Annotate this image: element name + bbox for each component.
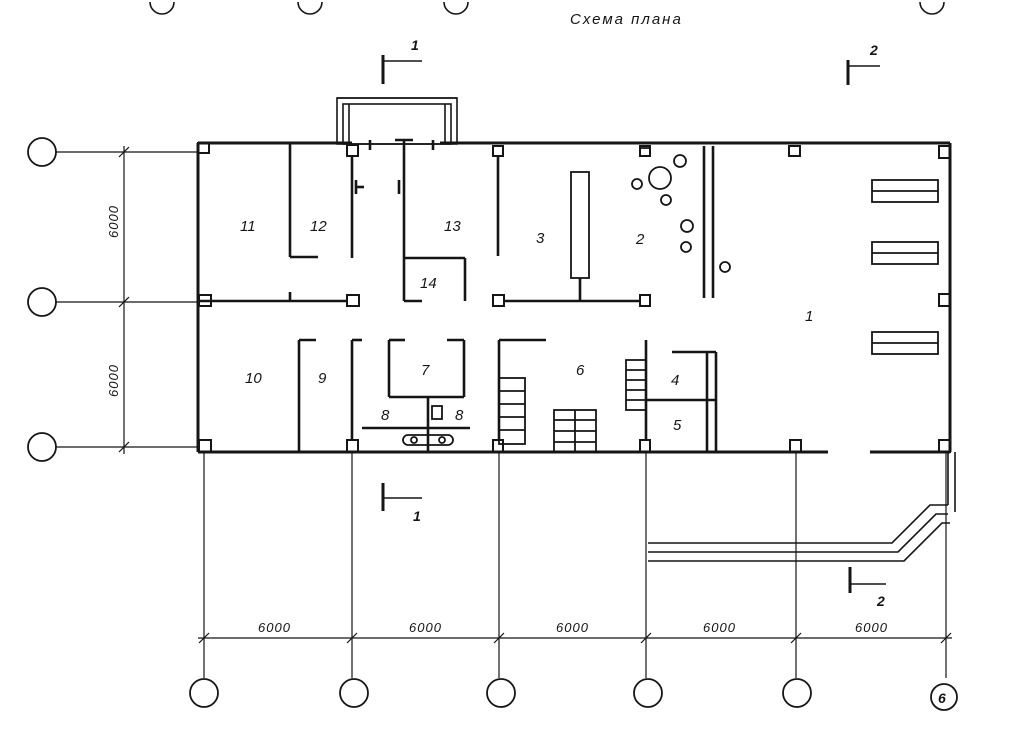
equipment (402, 147, 939, 453)
cropped-axis-bubbles (149, 1, 945, 15)
dimension-labels: 6000 6000 6000 6000 6000 6000 6000 (106, 205, 888, 635)
section-2-top-label: 2 (869, 42, 878, 58)
dimension-label: 6000 (703, 620, 736, 635)
room-number: 1 (805, 308, 813, 325)
room-number: 6 (576, 362, 585, 379)
plan-title: Схема плана (570, 11, 683, 28)
room-number: 12 (310, 218, 327, 235)
room-number: 10 (245, 370, 262, 387)
entrance-porch (336, 97, 458, 145)
structural-columns (197, 142, 951, 453)
axis-bubbles (27, 137, 958, 711)
room-number: 5 (673, 417, 682, 434)
grid-axes (56, 146, 952, 678)
external-ramp (648, 452, 956, 562)
room-number: 8 (455, 407, 464, 424)
room-number: 9 (318, 370, 327, 387)
room-number: 11 (240, 218, 256, 235)
section-markers (381, 55, 886, 593)
stair-right (625, 359, 647, 411)
room-numbers: 1 2 3 4 5 6 7 8 8 9 10 11 12 13 14 (240, 218, 813, 434)
dimension-label: 6000 (106, 205, 121, 238)
dimension-label: 6000 (556, 620, 589, 635)
tank-large (648, 166, 672, 190)
dimension-label: 6000 (409, 620, 442, 635)
section-1-top-label: 1 (411, 37, 419, 53)
room-number: 3 (536, 230, 545, 247)
stair-left (498, 377, 526, 445)
room-number: 14 (420, 275, 437, 292)
room-number: 7 (421, 362, 430, 379)
section-2-bottom-label: 2 (876, 593, 885, 609)
exterior-walls (196, 141, 952, 454)
axis-label-bottom-last: 6 (938, 690, 946, 706)
dimension-label: 6000 (106, 364, 121, 397)
dimension-label: 6000 (855, 620, 888, 635)
room-number: 8 (381, 407, 390, 424)
room-number: 4 (671, 372, 679, 389)
conveyor-unit (570, 171, 590, 279)
room-number: 13 (444, 218, 461, 235)
section-1-bottom-label: 1 (413, 508, 421, 524)
interior-partitions (198, 138, 718, 452)
dimension-label: 6000 (258, 620, 291, 635)
room-number: 2 (635, 231, 645, 248)
